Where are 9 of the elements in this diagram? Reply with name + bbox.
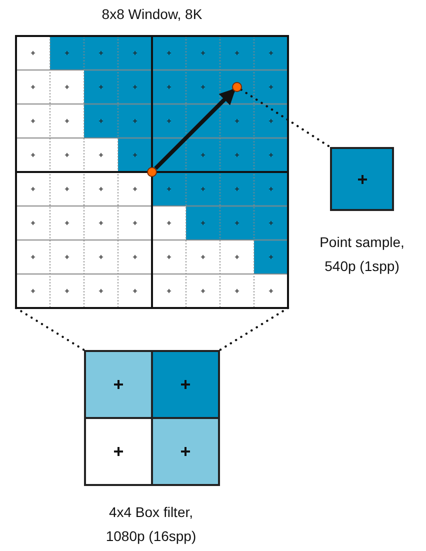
arrow [154,88,236,170]
dotted-leader-line [14,306,86,352]
node-label: Point sample, 540p (1spp) [318,233,406,276]
dotted-leader-line [218,306,290,352]
node-label: 4x4 Box filter, 1080p (16spp) [104,503,198,546]
window-title: 8x8 Window, 8K [100,5,204,24]
filter-grid [84,350,220,486]
sample-pixel-box [330,147,394,211]
dotted-leader-line [240,88,332,148]
